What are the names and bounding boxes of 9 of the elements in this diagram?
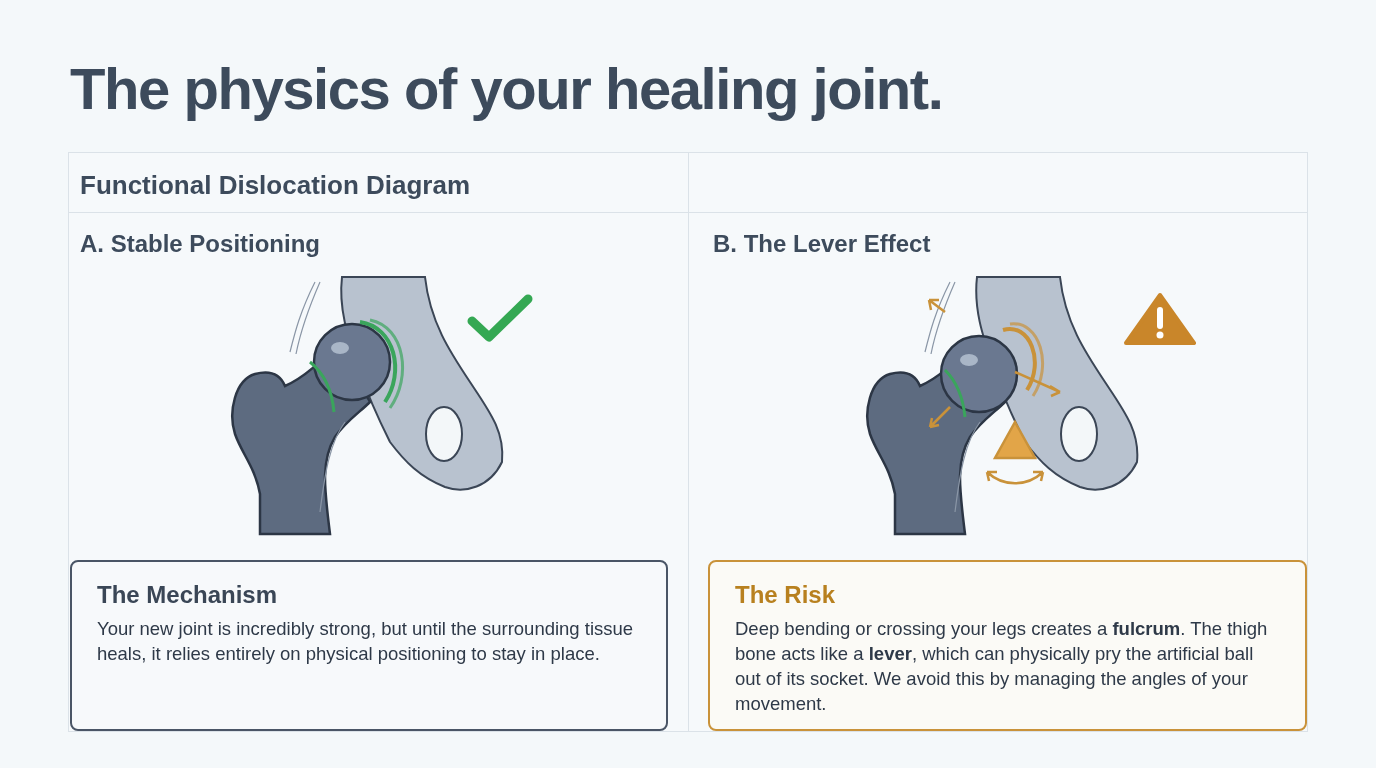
card-heading: The Risk bbox=[735, 580, 837, 610]
card-heading: The Mechanism bbox=[97, 580, 279, 610]
info-card bbox=[708, 560, 1307, 731]
card-text: Your new joint is incredibly strong, but until the surrounding tissue heals, it relies entirely on physical positioning to stay in place. bbox=[97, 617, 635, 666]
column-heading: B. The Lever Effect bbox=[713, 229, 931, 259]
column-heading: A. Stable Positioning bbox=[80, 229, 320, 259]
panel-heading: Functional Dislocation Diagram bbox=[80, 169, 471, 202]
card-text: Deep bending or crossing your legs creates a fulcrum. The thigh bone acts like a lever, which can physically pry the artificial ball out of its socket. We avoid this by managing the angles of your movement. bbox=[735, 617, 1269, 716]
info-card bbox=[70, 560, 668, 731]
